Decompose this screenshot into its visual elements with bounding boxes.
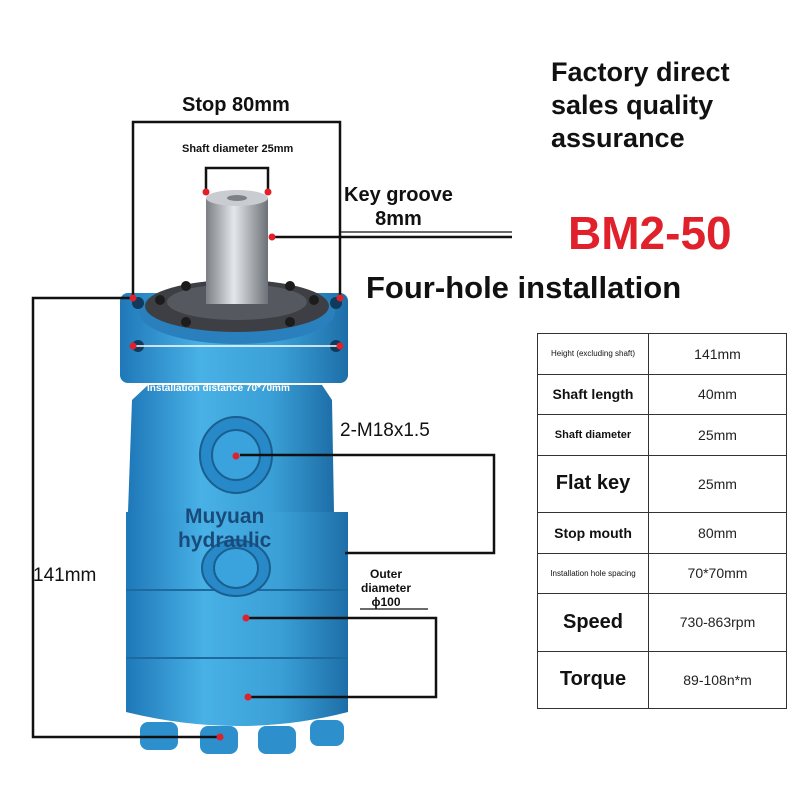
spec-value: 25mm	[648, 454, 787, 514]
spec-key: Torque	[537, 650, 649, 710]
port-lower	[201, 539, 271, 597]
brand-line-2: hydraulic	[178, 529, 272, 552]
spec-row: Stop mouth 80mm	[537, 512, 787, 554]
spec-value: 70*70mm	[648, 552, 787, 595]
key-groove-label: Key groove 8mm	[344, 183, 453, 231]
outer-diameter-label: Outer diameter ϕ100	[361, 567, 411, 609]
stop-label: Stop 80mm	[182, 94, 290, 116]
dimension-lines	[31, 120, 512, 739]
key-groove-line-1: Key groove	[344, 184, 453, 206]
spec-row: Shaft length 40mm	[537, 373, 787, 416]
output-shaft	[206, 198, 268, 304]
spec-table: Height (excluding shaft) 141mm Shaft len…	[537, 333, 787, 710]
shaft-diameter-label: Shaft diameter 25mm	[182, 143, 294, 155]
outer-line-2: diameter	[361, 581, 412, 595]
motor-lower-body	[126, 512, 348, 726]
spec-value: 730-863rpm	[648, 593, 787, 652]
spec-value: 141mm	[648, 333, 787, 375]
outer-line-3: ϕ100	[371, 595, 401, 609]
spec-value: 80mm	[648, 512, 787, 554]
spec-key: Shaft diameter	[537, 414, 649, 456]
tagline: Factory direct sales quality assurance	[551, 56, 791, 155]
motor-illustration	[31, 120, 512, 754]
installation-title: Four-hole installation	[366, 270, 682, 305]
spec-value: 40mm	[648, 373, 787, 416]
brand-line-1: Muyuan	[185, 505, 265, 528]
spec-row: Installation hole spacing 70*70mm	[537, 552, 787, 595]
outer-line-1: Outer	[370, 567, 403, 581]
model-number: BM2-50	[568, 207, 732, 259]
spec-row: Height (excluding shaft) 141mm	[537, 333, 787, 375]
spec-row: Speed 730-863rpm	[537, 593, 787, 652]
spec-value: 25mm	[648, 414, 787, 456]
key-groove-line-2: 8mm	[375, 208, 422, 230]
spec-key: Shaft length	[537, 373, 649, 416]
spec-row: Torque 89-108n*m	[537, 650, 787, 710]
brand-label: Muyuan hydraulic	[178, 505, 271, 553]
height-label: 141mm	[33, 565, 97, 586]
tagline-line-3: assurance	[551, 123, 685, 153]
spec-value: 89-108n*m	[648, 650, 787, 710]
port-thread-label: 2-M18x1.5	[340, 420, 430, 441]
measurement-markers	[129, 188, 344, 741]
tagline-line-2: sales quality	[551, 90, 714, 120]
spec-key: Stop mouth	[537, 512, 649, 554]
installation-distance-label: Installation distance 70*70mm	[147, 383, 290, 394]
spec-key: Flat key	[537, 454, 649, 514]
spec-key: Height (excluding shaft)	[537, 333, 649, 375]
spec-row: Shaft diameter 25mm	[537, 414, 787, 456]
spec-row: Flat key 25mm	[537, 454, 787, 514]
spec-key: Speed	[537, 593, 649, 652]
spec-key: Installation hole spacing	[537, 552, 649, 595]
tagline-line-1: Factory direct	[551, 57, 730, 87]
